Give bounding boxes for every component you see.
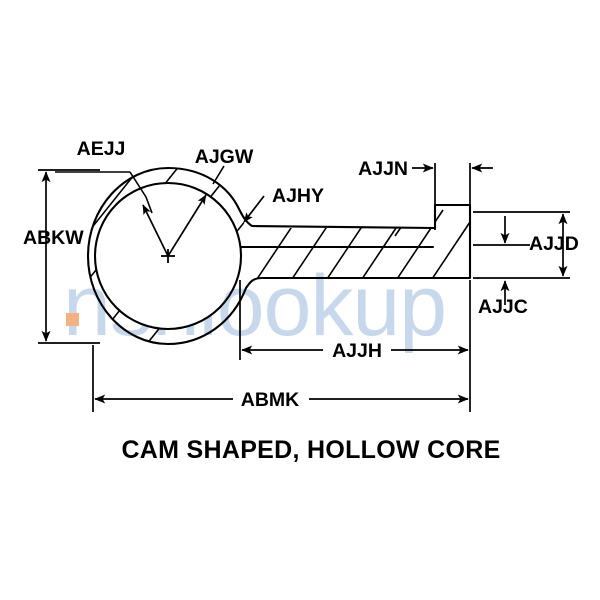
- cam-outer-profile: [86, 166, 472, 346]
- ajhy-arrow: [243, 195, 265, 223]
- label-ajjn: AJJN: [358, 158, 408, 180]
- dimension-abkw: ABKW: [23, 169, 100, 344]
- ajgw-radius-arrow-left: [142, 204, 169, 257]
- dimension-ajjd: AJJD: [473, 211, 579, 279]
- label-aejj: AEJJ: [77, 138, 126, 160]
- dimension-ajjc: AJJC: [478, 280, 528, 318]
- dimension-ajjn: AJJN: [358, 158, 493, 230]
- figure-title: CAM SHAPED, HOLLOW CORE: [121, 436, 500, 464]
- watermark-accent-square: [66, 313, 79, 326]
- bore-circle: [93, 181, 243, 331]
- dimension-abmk: ABMK: [92, 345, 471, 412]
- callout-aejj: AEJJ: [55, 138, 153, 214]
- callout-ajhy: AJHY: [243, 185, 324, 223]
- ajgw-leader: [212, 165, 225, 185]
- label-ajjh: AJJH: [332, 340, 382, 362]
- label-abmk: ABMK: [241, 389, 300, 411]
- aejj-leader-diagonal: [129, 171, 147, 198]
- label-ajjc: AJJC: [478, 296, 528, 318]
- label-ajhy: AJHY: [272, 185, 324, 207]
- callout-ajgw: AJGW: [142, 146, 254, 257]
- label-ajgw: AJGW: [195, 146, 254, 168]
- abmk-label-backing: [233, 387, 309, 411]
- ajgw-radius-arrow-right: [167, 194, 207, 257]
- ajjh-label-backing: [323, 338, 391, 362]
- label-abkw: ABKW: [23, 227, 84, 249]
- label-ajjd: AJJD: [529, 233, 579, 255]
- dimension-ajjh: AJJH: [239, 280, 471, 362]
